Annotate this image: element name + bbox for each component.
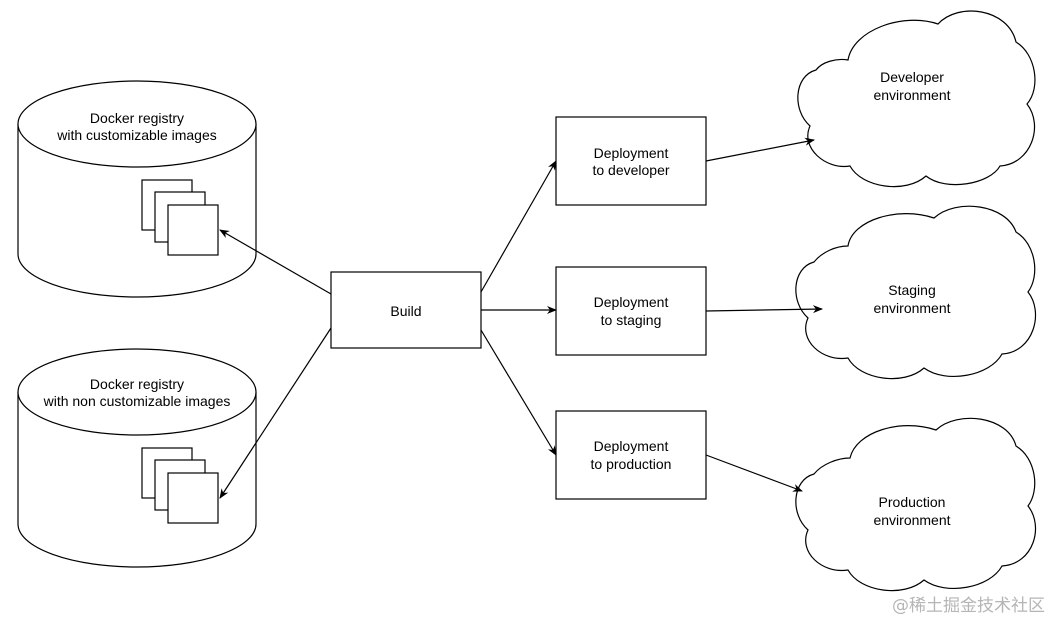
build-node: Build (330, 271, 482, 349)
production-environment-line2: environment (873, 512, 950, 528)
registry-customizable-subtitle: with customizable images (56, 127, 217, 143)
developer-environment-line1: Developer (880, 69, 944, 85)
deploy-production-node: Deployment to production (555, 410, 707, 500)
image-stack-icon (141, 447, 219, 524)
arrow-build-to-registry-customizable (219, 229, 332, 295)
developer-environment-cloud: Developer environment (797, 10, 1036, 188)
deploy-staging-line2: to staging (601, 312, 662, 328)
deploy-developer-line2: to developer (592, 162, 669, 178)
image-stack-icon (141, 179, 219, 256)
arrows (219, 137, 823, 499)
deploy-staging-line1: Deployment (594, 294, 669, 310)
deploy-developer-node: Deployment to developer (555, 116, 707, 206)
staging-environment-line1: Staging (888, 282, 935, 298)
deploy-production-line2: to production (591, 456, 672, 472)
production-environment-cloud: Production environment (795, 417, 1037, 592)
staging-environment-line2: environment (873, 300, 950, 316)
arrow-deploy-staging-to-env (705, 305, 823, 314)
deploy-developer-line1: Deployment (594, 145, 669, 161)
production-environment-line1: Production (879, 494, 946, 510)
arrow-build-to-deploy-production (480, 329, 557, 456)
registry-non-customizable: Docker registry with non customizable im… (17, 348, 257, 568)
registry-non-customizable-title: Docker registry (90, 376, 184, 392)
arrow-build-to-registry-non-customizable (219, 327, 332, 499)
arrow-deploy-production-to-env (705, 454, 803, 492)
registry-customizable: Docker registry with customizable images (17, 80, 257, 298)
registry-customizable-title: Docker registry (90, 110, 184, 126)
registry-non-customizable-subtitle: with non customizable images (43, 393, 231, 409)
developer-environment-line2: environment (873, 87, 950, 103)
arrow-build-to-deploy-developer (480, 160, 557, 293)
watermark: @稀土掘金技术社区 (892, 596, 1045, 616)
build-label: Build (390, 303, 421, 319)
staging-environment-cloud: Staging environment (795, 205, 1037, 380)
deploy-production-line1: Deployment (594, 438, 669, 454)
deploy-staging-node: Deployment to staging (555, 266, 707, 356)
arrow-deploy-developer-to-env (705, 137, 815, 162)
